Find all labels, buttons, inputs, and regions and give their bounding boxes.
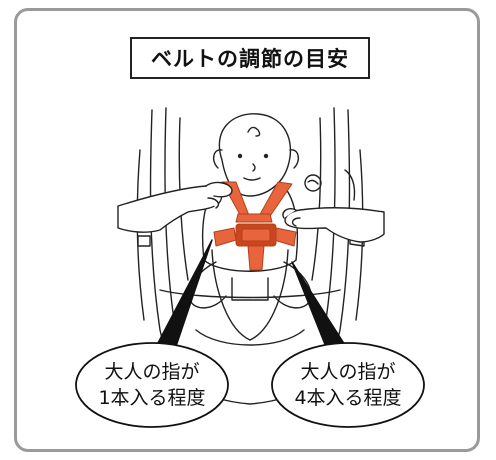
harness-icon bbox=[213, 181, 297, 271]
hand-icon-left bbox=[117, 181, 233, 233]
callout-left-line2: 1本入る程度 bbox=[98, 387, 206, 409]
callout-right-line1: 大人の指が bbox=[300, 361, 396, 383]
callout-left: 大人の指が 1本入る程度 bbox=[76, 343, 228, 427]
page-title: ベルトの調節の目安 bbox=[130, 37, 370, 79]
callout-left-line1: 大人の指が bbox=[104, 361, 200, 383]
callout-right: 大人の指が 4本入る程度 bbox=[272, 343, 424, 427]
callout-ellipse-right bbox=[271, 342, 425, 428]
hand-icon-right bbox=[282, 207, 385, 243]
callout-right-line2: 4本入る程度 bbox=[294, 387, 402, 409]
callout-ellipse-left bbox=[75, 342, 229, 428]
